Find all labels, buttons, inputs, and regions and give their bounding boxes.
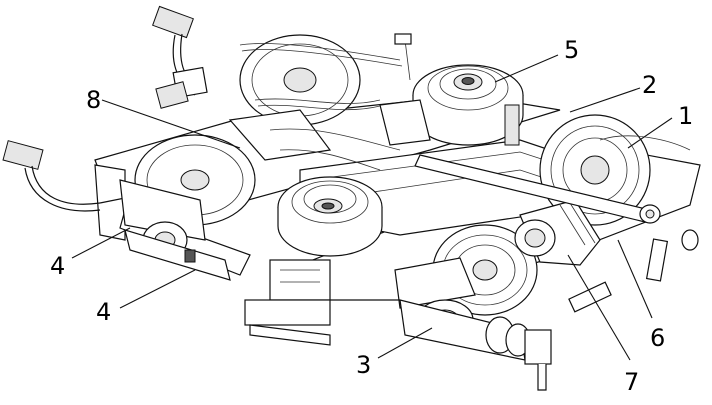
central-assembly: [228, 33, 520, 171]
leader-3: [377, 327, 433, 359]
leader-4a: [71, 227, 131, 259]
part-labels: 1 2 3 4 4 5 6 7 8: [50, 36, 693, 396]
label-6: 6: [650, 324, 665, 352]
traction-motor: [514, 199, 601, 266]
dampers-right: [568, 135, 699, 313]
leader-4b: [119, 269, 196, 309]
label-5: 5: [564, 36, 579, 64]
axle-box-front-left: [119, 179, 231, 281]
traction-rod: [414, 154, 661, 224]
leader-lines: [71, 54, 673, 361]
label-3: 3: [356, 351, 371, 379]
axle-box-front-right: [394, 257, 552, 391]
leader-6: [617, 239, 653, 319]
brake-disc-center: [277, 176, 383, 257]
label-4a: 4: [50, 252, 65, 280]
label-1: 1: [678, 102, 693, 130]
leader-1: [627, 117, 673, 149]
leader-7: [567, 254, 631, 361]
brake-disc-upper: [412, 64, 524, 146]
leader-8: [101, 99, 241, 149]
cable-upper-left: [152, 5, 208, 109]
leader-5: [494, 54, 559, 83]
leader-2: [569, 87, 641, 113]
label-4b: 4: [96, 298, 111, 326]
lower-bracket: [244, 259, 331, 346]
cable-lower-left: [2, 140, 141, 212]
label-7: 7: [624, 368, 639, 396]
label-8: 8: [86, 86, 101, 114]
label-2: 2: [642, 71, 657, 99]
